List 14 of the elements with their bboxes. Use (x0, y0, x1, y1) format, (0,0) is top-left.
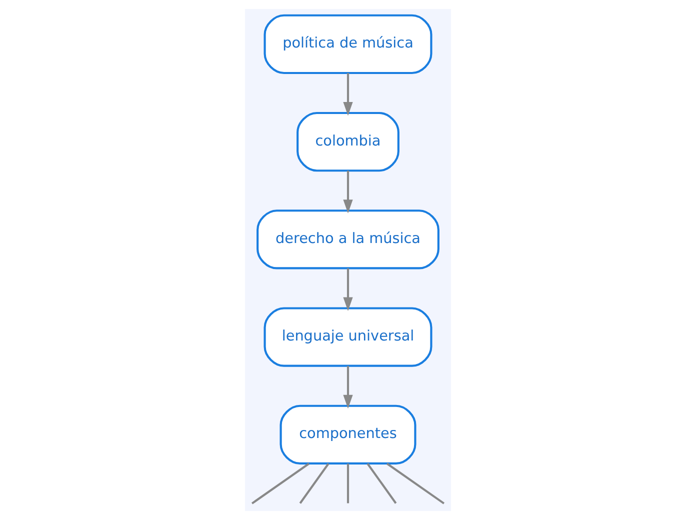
connector (299, 463, 330, 504)
connector (366, 463, 397, 504)
node-box: componentes (280, 404, 416, 465)
connector (346, 464, 350, 504)
node-box: derecho a la música (256, 210, 440, 270)
connector (386, 462, 445, 504)
arrow (343, 268, 353, 312)
node-box: lenguaje universal (264, 307, 432, 367)
connector (251, 462, 310, 504)
arrow (343, 366, 353, 409)
node-box: colombia (296, 112, 400, 172)
node-box: política de música (264, 14, 432, 74)
arrow (343, 73, 353, 116)
arrow (343, 170, 353, 214)
